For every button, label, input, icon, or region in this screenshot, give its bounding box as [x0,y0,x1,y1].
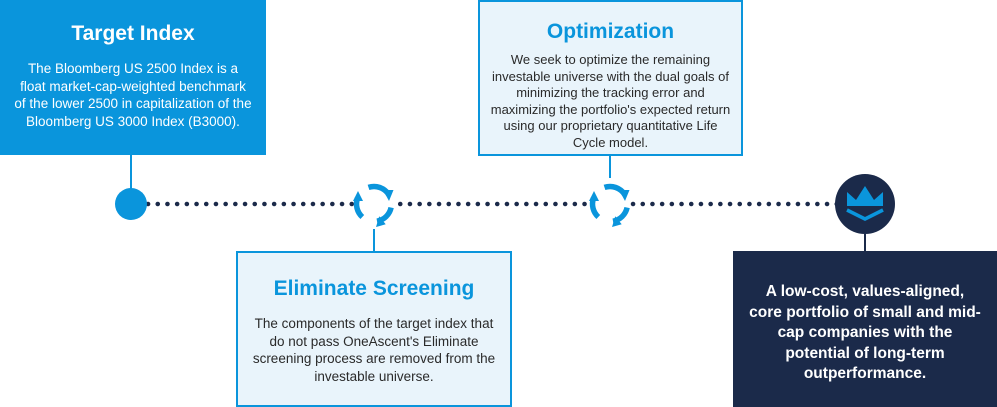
outcome-text: A low-cost, values-aligned, core portfol… [749,283,981,382]
cycle-arrows-icon [589,183,630,227]
target-index-box: Target Index The Bloomberg US 2500 Index… [0,0,266,155]
start-dot-icon [115,188,147,220]
target-index-title: Target Index [71,22,195,45]
eliminate-screening-title: Eliminate Screening [273,277,475,300]
crown-icon [835,174,895,234]
optimization-box: Optimization We seek to optimize the rem… [478,0,743,156]
optimization-title: Optimization [546,20,675,43]
optimization-text: We seek to optimize the remaining invest… [490,52,731,150]
outcome-box: A low-cost, values-aligned, core portfol… [733,251,997,407]
target-index-text: The Bloomberg US 2500 Index is a float m… [14,61,252,129]
eliminate-screening-box: Eliminate Screening The components of th… [236,251,512,407]
eliminate-screening-text: The components of the target index that … [252,316,496,384]
cycle-arrows-icon [353,183,394,227]
